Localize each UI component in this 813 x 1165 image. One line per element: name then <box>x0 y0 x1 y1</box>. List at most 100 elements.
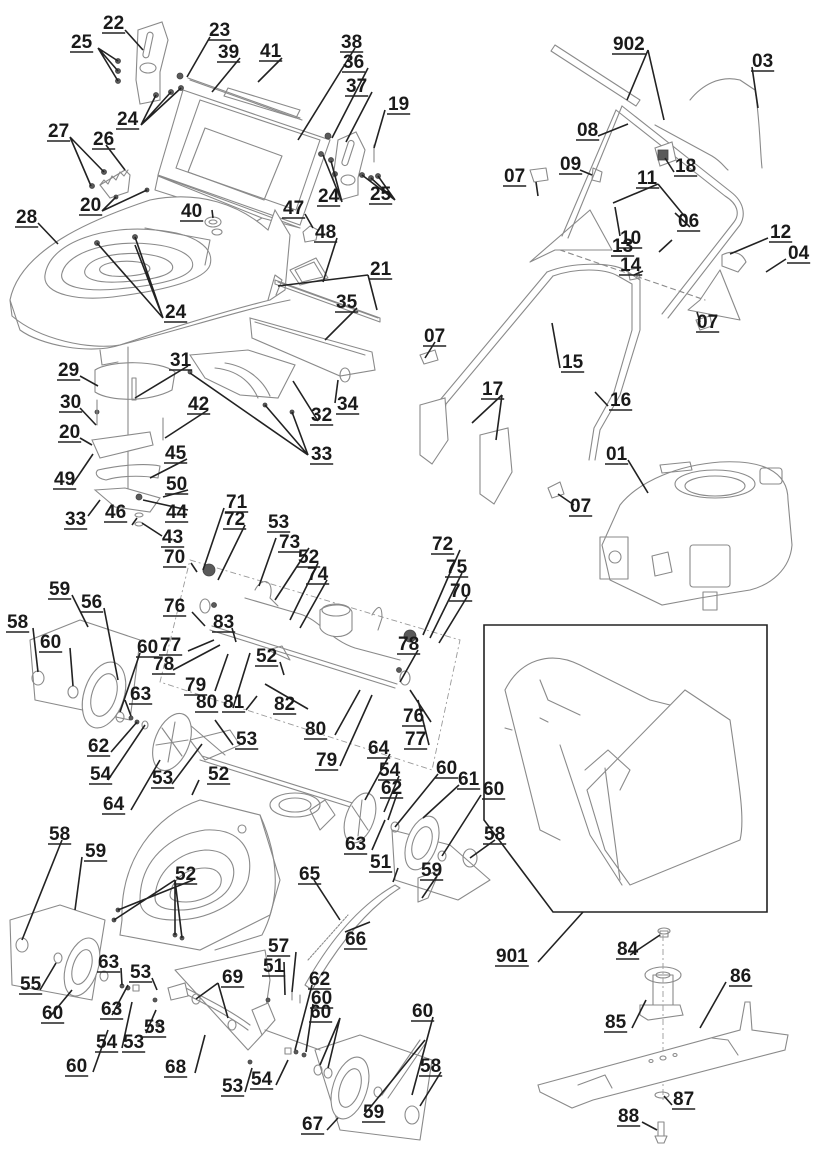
part-label-82: 82 <box>274 694 295 715</box>
part-label-53: 53 <box>130 962 151 983</box>
part-label-49: 49 <box>54 469 75 490</box>
part-label-33: 33 <box>311 444 332 465</box>
part-label-11: 11 <box>637 168 658 189</box>
part-label-54: 54 <box>90 764 112 785</box>
part-label-39: 39 <box>218 42 239 63</box>
drive-axle-assembly <box>159 559 461 771</box>
part-label-54: 54 <box>251 1069 273 1090</box>
part-label-19: 19 <box>388 94 409 115</box>
part-label-71: 71 <box>226 492 248 513</box>
part-label-42: 42 <box>188 394 209 415</box>
part-label-52: 52 <box>175 864 196 885</box>
part-label-40: 40 <box>181 201 202 222</box>
part-label-53: 53 <box>236 729 257 750</box>
part-label-81: 81 <box>223 692 245 713</box>
part-label-32: 32 <box>311 405 332 426</box>
grass-bag-box <box>483 624 768 913</box>
part-label-26: 26 <box>93 129 114 150</box>
part-label-23: 23 <box>209 20 230 41</box>
part-label-62: 62 <box>309 969 330 990</box>
part-label-52: 52 <box>256 646 277 667</box>
part-label-72: 72 <box>432 534 453 555</box>
part-label-59: 59 <box>421 860 442 881</box>
part-label-18: 18 <box>675 156 696 177</box>
part-label-87: 87 <box>673 1089 694 1110</box>
part-label-54: 54 <box>96 1032 118 1053</box>
part-label-57: 57 <box>268 936 289 957</box>
part-label-27: 27 <box>48 121 69 142</box>
part-label-64: 64 <box>103 794 125 815</box>
part-label-51: 51 <box>263 956 285 977</box>
part-label-47: 47 <box>283 198 304 219</box>
part-label-24: 24 <box>165 302 187 323</box>
part-label-80: 80 <box>305 719 326 740</box>
knob <box>529 167 549 183</box>
part-label-69: 69 <box>222 967 243 988</box>
part-label-13: 13 <box>612 236 633 257</box>
part-label-78: 78 <box>398 634 419 655</box>
part-label-76: 76 <box>403 706 424 727</box>
part-label-46: 46 <box>105 502 126 523</box>
part-label-37: 37 <box>346 76 367 97</box>
part-label-50: 50 <box>166 474 187 495</box>
part-label-85: 85 <box>605 1012 627 1033</box>
part-label-65: 65 <box>299 864 321 885</box>
part-label-28: 28 <box>16 207 37 228</box>
part-label-07: 07 <box>570 496 591 517</box>
part-label-07: 07 <box>697 312 718 333</box>
part-label-20: 20 <box>80 195 101 216</box>
part-label-79: 79 <box>316 750 337 771</box>
part-label-63: 63 <box>101 999 122 1020</box>
part-label-88: 88 <box>618 1106 639 1127</box>
leader-lines <box>21 29 787 1131</box>
part-label-45: 45 <box>165 443 187 464</box>
part-label-902: 902 <box>613 34 645 55</box>
part-label-60: 60 <box>310 1002 331 1023</box>
part-label-04: 04 <box>788 243 810 264</box>
part-label-24: 24 <box>117 109 139 130</box>
part-label-59: 59 <box>363 1102 384 1123</box>
part-label-66: 66 <box>345 929 366 950</box>
part-label-63: 63 <box>130 684 151 705</box>
part-label-30: 30 <box>60 392 81 413</box>
part-label-48: 48 <box>315 222 336 243</box>
part-label-38: 38 <box>341 32 362 53</box>
lower-deck-view <box>111 799 281 951</box>
part-label-25: 25 <box>71 32 93 53</box>
part-label-60: 60 <box>436 758 457 779</box>
part-label-67: 67 <box>302 1114 323 1135</box>
part-label-07: 07 <box>504 166 525 187</box>
handle-assembly <box>419 44 763 505</box>
part-39-rod <box>187 77 301 119</box>
part-label-35: 35 <box>336 292 358 313</box>
part-label-70: 70 <box>164 547 185 568</box>
part-label-54: 54 <box>379 760 401 781</box>
part-label-20: 20 <box>59 422 80 443</box>
part-label-62: 62 <box>381 778 402 799</box>
part-label-07: 07 <box>424 326 445 347</box>
part-label-60: 60 <box>137 637 158 658</box>
part-label-08: 08 <box>577 120 598 141</box>
part-label-33: 33 <box>65 509 86 530</box>
part-label-76: 76 <box>164 596 185 617</box>
part-label-52: 52 <box>298 547 319 568</box>
part-label-58: 58 <box>484 824 505 845</box>
part-label-58: 58 <box>7 612 28 633</box>
wheel-cover-64a <box>152 712 192 772</box>
part-label-16: 16 <box>610 390 631 411</box>
part-label-01: 01 <box>606 444 628 465</box>
part-label-15: 15 <box>562 352 584 373</box>
wheel-61 <box>390 815 491 903</box>
part-label-29: 29 <box>58 360 79 381</box>
part-label-64: 64 <box>368 738 390 759</box>
part-label-70: 70 <box>450 581 471 602</box>
part-label-53: 53 <box>152 768 173 789</box>
part-label-53: 53 <box>268 512 289 533</box>
part-label-52: 52 <box>208 764 229 785</box>
gearbox-and-pulley <box>189 724 363 831</box>
part-label-80: 80 <box>196 692 217 713</box>
part-label-63: 63 <box>345 834 366 855</box>
part-label-25: 25 <box>370 184 392 205</box>
part-label-86: 86 <box>730 966 751 987</box>
part-label-901: 901 <box>496 946 528 967</box>
